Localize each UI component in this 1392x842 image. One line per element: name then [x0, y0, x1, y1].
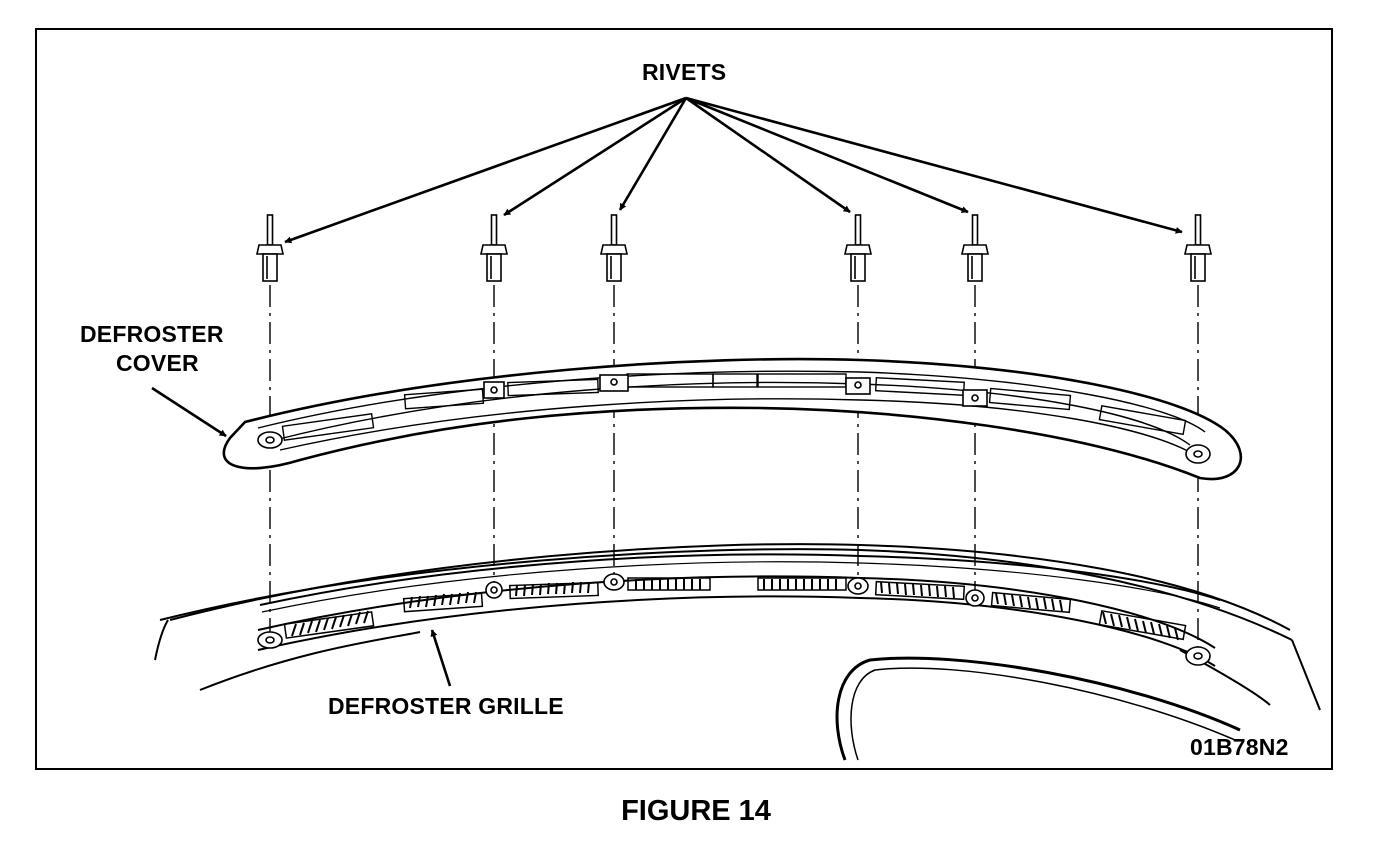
- rivet: [844, 214, 872, 282]
- defroster-cover-label-line2: COVER: [116, 350, 199, 376]
- rivet: [961, 214, 989, 282]
- dashboard-outline: [154, 548, 1321, 761]
- defroster-cover: [222, 357, 1243, 481]
- alignment-lines: [269, 285, 1199, 656]
- defroster-cover-label-line1: DEFROSTER: [80, 321, 224, 347]
- rivets: [256, 214, 1212, 282]
- defroster-grille: [169, 543, 1291, 667]
- rivet: [480, 214, 508, 282]
- rivets-label: RIVETS: [642, 59, 727, 85]
- cover-leader-arrow: [151, 386, 227, 438]
- rivet: [256, 214, 284, 282]
- rivets-leader-arrows: [284, 96, 1183, 244]
- grille-louvers: [291, 579, 1179, 641]
- grille-leader-arrow: [430, 629, 452, 687]
- rivet: [600, 214, 628, 282]
- defroster-grille-label: DEFROSTER GRILLE: [328, 693, 564, 719]
- rivet: [1184, 214, 1212, 282]
- figure-code: 01B78N2: [1190, 734, 1289, 760]
- figure-frame: [35, 28, 1333, 770]
- figure-caption: FIGURE 14: [621, 795, 771, 827]
